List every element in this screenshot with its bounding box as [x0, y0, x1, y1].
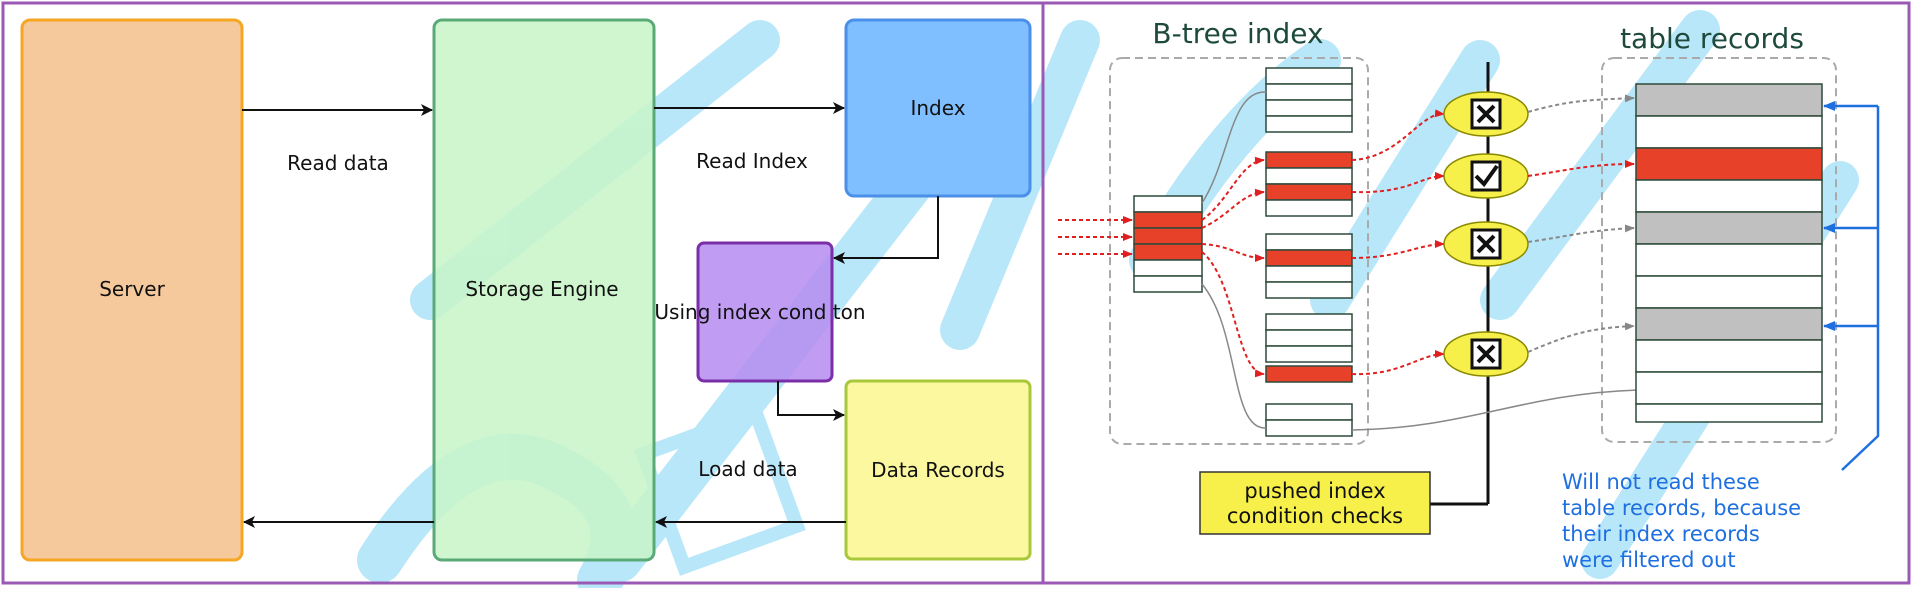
btree-leaf-node-4	[1265, 313, 1353, 383]
index-to-icp-arrow	[833, 196, 939, 264]
note-line3: their index records	[1562, 522, 1760, 546]
leaf-to-record-gray-link	[1351, 389, 1639, 431]
check-to-record-arrows	[1527, 94, 1635, 353]
read-data-label: Read data	[287, 151, 389, 175]
storage-engine-box: Storage Engine	[432, 18, 656, 562]
root-to-leaf-red-links	[1201, 156, 1265, 378]
pushed-index-condition-checks-box: pushed index condition checks	[1199, 471, 1431, 535]
check-rejected-3	[1443, 331, 1529, 377]
using-index-condition-label: Using index cond ton	[654, 300, 865, 324]
btree-index-region	[1109, 57, 1369, 445]
filtered-records-note: Will not read these table records, becau…	[1562, 470, 1801, 572]
icp-to-data-arrow	[777, 381, 845, 421]
load-data-label: Load data	[698, 457, 797, 481]
note-line4: were filtered out	[1562, 548, 1736, 572]
server-box: Server	[20, 18, 244, 562]
pushed-checks-label-line2: condition checks	[1227, 504, 1403, 528]
btree-root-node	[1133, 195, 1203, 293]
btree-index-title: B-tree index	[1152, 17, 1323, 50]
server-label: Server	[99, 277, 165, 301]
note-line2: table records, because	[1562, 496, 1801, 520]
check-rejected-1	[1443, 91, 1529, 137]
storage-engine-label: Storage Engine	[465, 277, 618, 301]
table-records-stack	[1635, 83, 1823, 423]
data-records-label: Data Records	[871, 458, 1005, 482]
read-index-label: Read Index	[696, 149, 808, 173]
btree-leaf-node-1	[1265, 67, 1353, 133]
pushed-checks-label-line1: pushed index	[1244, 479, 1385, 503]
leaf-to-check-arrows	[1351, 109, 1445, 376]
x-mark-icon	[1470, 338, 1502, 370]
table-records-region	[1601, 57, 1837, 443]
check-accepted	[1443, 153, 1529, 199]
btree-leaf-node-3	[1265, 233, 1353, 299]
btree-leaf-node-2	[1265, 151, 1353, 217]
note-line1: Will not read these	[1562, 470, 1760, 494]
index-label: Index	[910, 96, 965, 120]
root-to-leaf-links	[1201, 91, 1267, 429]
filtered-records-bracket	[1823, 101, 1880, 471]
incoming-scan-arrows	[1058, 216, 1133, 258]
using-index-condition-box: Using index cond ton	[654, 241, 866, 383]
btree-leaf-node-5	[1265, 403, 1353, 437]
table-records-title: table records	[1620, 22, 1804, 55]
data-records-box: Data Records	[844, 379, 1032, 561]
right-panel-frame	[1041, 1, 1911, 585]
check-rejected-2	[1443, 221, 1529, 267]
index-box: Index	[844, 18, 1032, 198]
